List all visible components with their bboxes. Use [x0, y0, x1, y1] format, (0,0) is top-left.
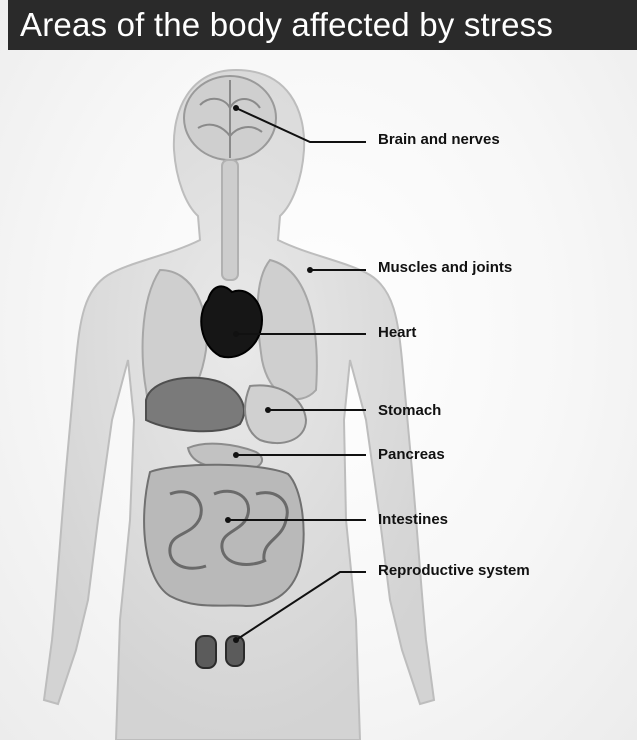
intestines-organ [144, 465, 304, 606]
label-reproductive: Reproductive system [378, 562, 530, 579]
label-brain: Brain and nerves [378, 131, 500, 148]
page-title: Areas of the body affected by stress [8, 6, 553, 44]
title-bar: Areas of the body affected by stress [8, 0, 637, 50]
label-intestines: Intestines [378, 511, 448, 528]
label-stomach: Stomach [378, 402, 441, 419]
brain-organ [184, 76, 276, 160]
heart-organ [201, 286, 262, 357]
label-heart: Heart [378, 324, 416, 341]
label-pancreas: Pancreas [378, 446, 445, 463]
neck-spine [222, 160, 238, 280]
label-muscles: Muscles and joints [378, 259, 512, 276]
